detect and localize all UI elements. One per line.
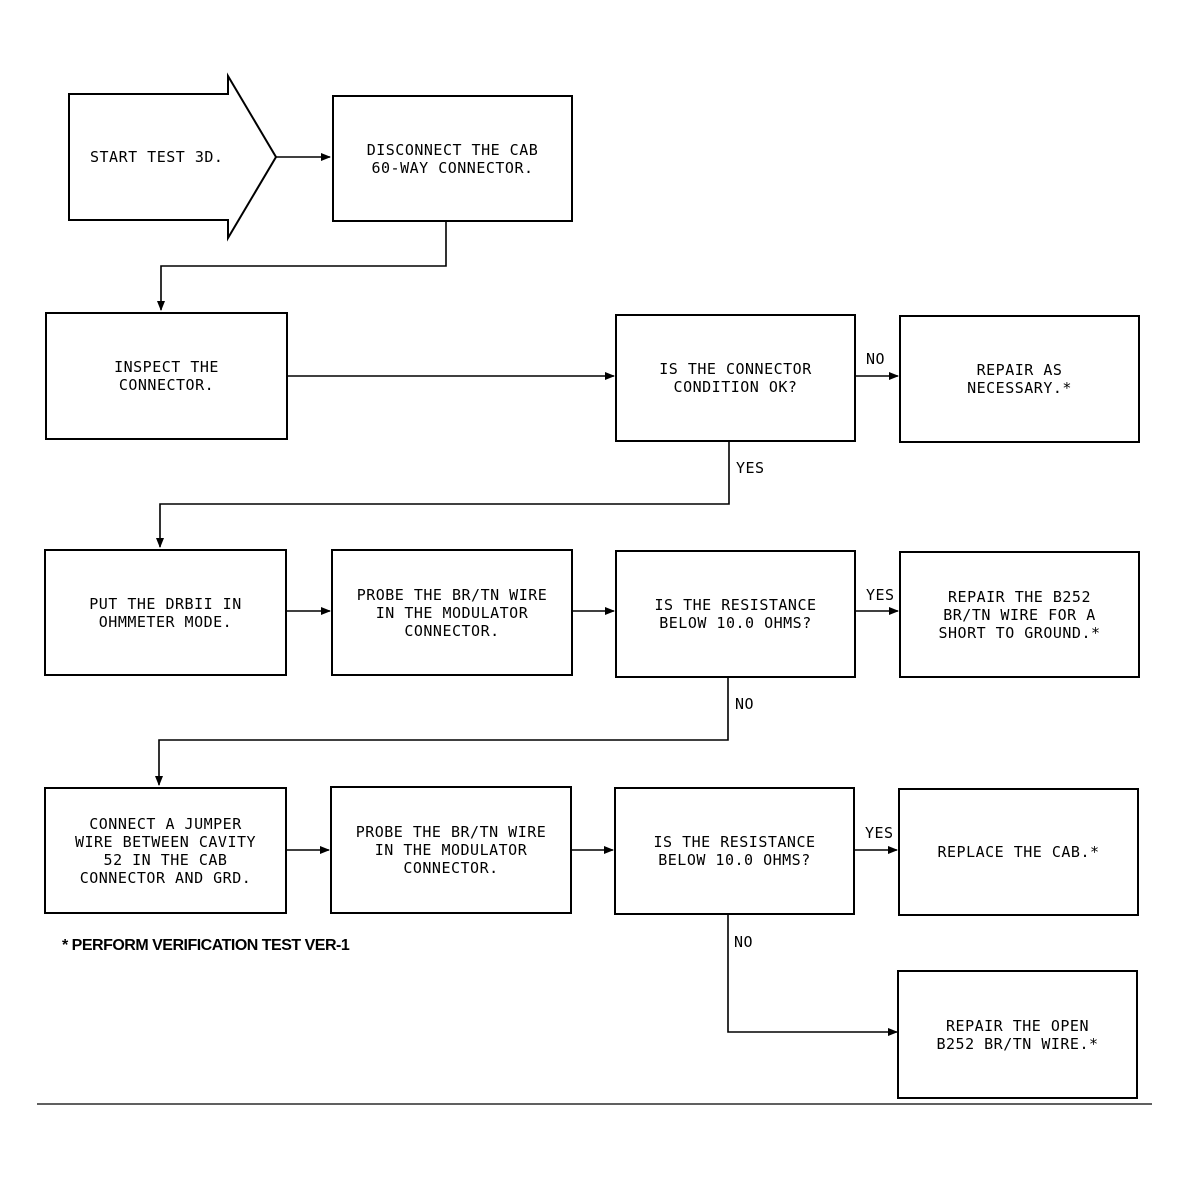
node-repair-open: REPAIR THE OPEN B252 BR/TN WIRE.* <box>897 970 1138 1099</box>
node-probe-1: PROBE THE BR/TN WIRE IN THE MODULATOR CO… <box>331 549 573 676</box>
decision-resistance-2-text: IS THE RESISTANCE BELOW 10.0 OHMS? <box>653 833 816 869</box>
node-probe-2-text: PROBE THE BR/TN WIRE IN THE MODULATOR CO… <box>355 823 547 877</box>
edge-label-res2-yes: YES <box>865 824 894 842</box>
decision-resistance-2: IS THE RESISTANCE BELOW 10.0 OHMS? <box>614 787 855 915</box>
node-inspect-text: INSPECT THE CONNECTOR. <box>114 358 219 394</box>
edge-label-res1-yes: YES <box>866 586 895 604</box>
decision-resistance-1: IS THE RESISTANCE BELOW 10.0 OHMS? <box>615 550 856 678</box>
edge-res2-no <box>727 914 898 1036</box>
node-put-drbii-text: PUT THE DRBII IN OHMMETER MODE. <box>89 594 242 631</box>
node-connect-jumper: CONNECT A JUMPER WIRE BETWEEN CAVITY 52 … <box>44 787 287 914</box>
node-repair-short-text: REPAIR THE B252 BR/TN WIRE FOR A SHORT T… <box>938 587 1101 642</box>
node-replace-cab: REPLACE THE CAB.* <box>898 788 1139 916</box>
node-connect-jumper-text: CONNECT A JUMPER WIRE BETWEEN CAVITY 52 … <box>74 814 257 887</box>
start-node-label: START TEST 3D. <box>90 148 224 166</box>
start-arrow-shape <box>68 72 278 242</box>
node-replace-cab-text: REPLACE THE CAB.* <box>937 843 1100 861</box>
decision-condition-ok-text: IS THE CONNECTOR CONDITION OK? <box>659 360 812 396</box>
node-repair-open-text: REPAIR THE OPEN B252 BR/TN WIRE.* <box>936 1016 1099 1053</box>
node-repair-as-necessary: REPAIR AS NECESSARY.* <box>899 315 1140 443</box>
node-inspect: INSPECT THE CONNECTOR. <box>45 312 288 440</box>
edge-label-condition-yes: YES <box>736 459 765 477</box>
edge-label-condition-no: NO <box>866 350 886 368</box>
edge-label-res1-no: NO <box>735 695 755 713</box>
edge-disconnect-to-inspect <box>157 221 447 311</box>
footnote-verification: * PERFORM VERIFICATION TEST VER-1 <box>62 937 350 954</box>
decision-condition-ok: IS THE CONNECTOR CONDITION OK? <box>615 314 856 442</box>
node-disconnect-text: DISCONNECT THE CAB 60-WAY CONNECTOR. <box>366 140 539 177</box>
node-put-drbii: PUT THE DRBII IN OHMMETER MODE. <box>44 549 287 676</box>
edge-condition-yes <box>156 441 730 548</box>
node-disconnect: DISCONNECT THE CAB 60-WAY CONNECTOR. <box>332 95 573 222</box>
node-probe-1-text: PROBE THE BR/TN WIRE IN THE MODULATOR CO… <box>356 585 548 640</box>
node-probe-2: PROBE THE BR/TN WIRE IN THE MODULATOR CO… <box>330 786 572 914</box>
edge-res1-no <box>155 677 729 786</box>
node-repair-short: REPAIR THE B252 BR/TN WIRE FOR A SHORT T… <box>899 551 1140 678</box>
node-repair-as-necessary-text: REPAIR AS NECESSARY.* <box>967 361 1072 397</box>
edge-label-res2-no: NO <box>734 933 754 951</box>
decision-resistance-1-text: IS THE RESISTANCE BELOW 10.0 OHMS? <box>654 596 817 632</box>
